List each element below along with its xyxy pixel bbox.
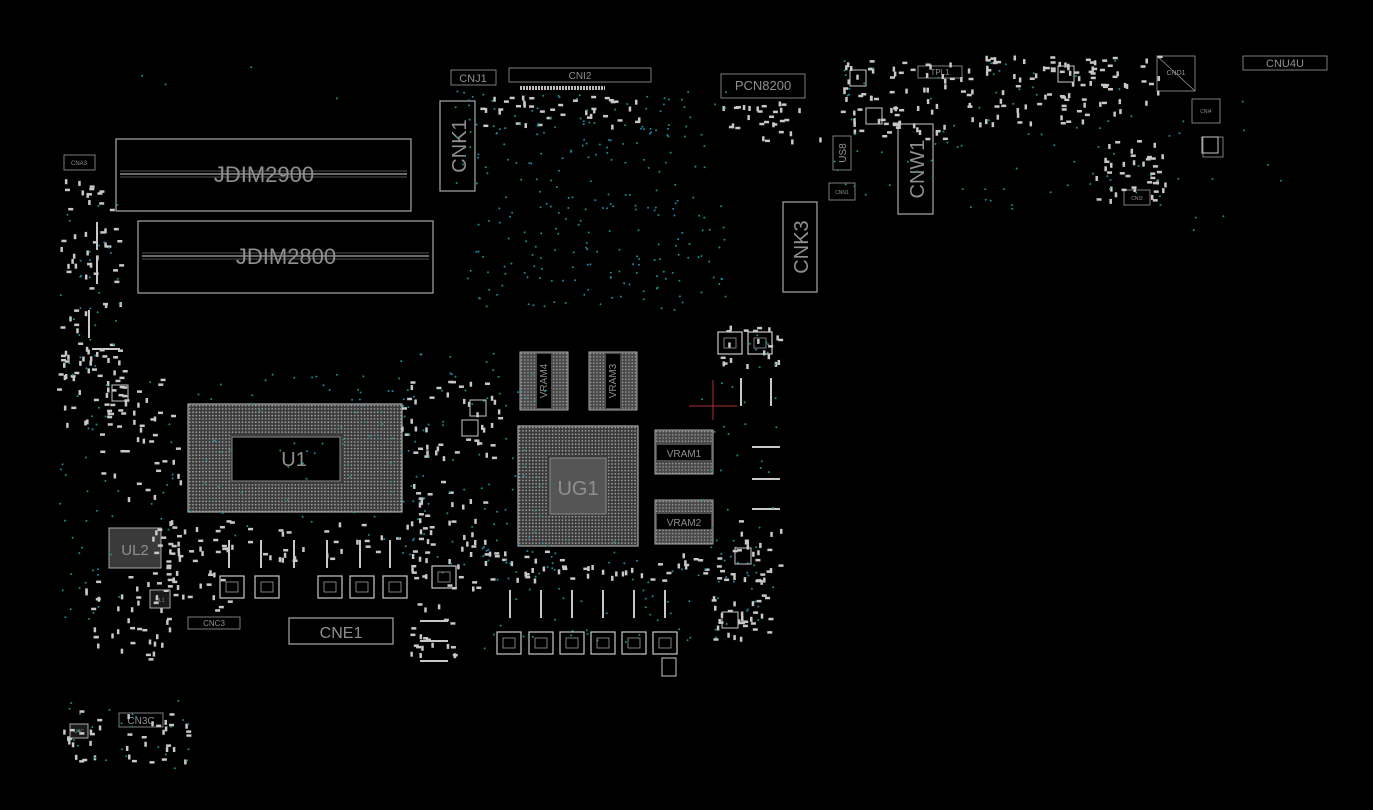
label-cnn1: CNN1	[835, 190, 849, 196]
connector-cnn1[interactable]: CNN1	[828, 182, 856, 201]
vram-vram2[interactable]: VRAM2	[654, 499, 714, 545]
label-cnc3: CNC3	[203, 619, 225, 628]
label-jdim2900: JDIM2900	[214, 162, 314, 187]
label-pcn8200: PCN8200	[735, 78, 791, 93]
label-cni3: CNI3	[1131, 196, 1143, 202]
label-cnj1: CNJ1	[459, 73, 487, 85]
connector-cnc3[interactable]: CNC3	[187, 616, 241, 630]
connector-cnj1[interactable]: CNJ1	[450, 69, 497, 86]
label-vram1: VRAM1	[667, 449, 702, 460]
connector-tpl1[interactable]: TPL1	[917, 65, 963, 79]
label-cnk3: CNK3	[791, 220, 813, 273]
label-cne1: CNE1	[320, 625, 363, 642]
label-tpl1: TPL1	[930, 68, 950, 77]
label-us8: US8	[838, 143, 849, 163]
label-cnw1: CNW1	[907, 140, 929, 199]
label-cni2: CNI2	[569, 71, 592, 82]
vram-vram3[interactable]: VRAM3	[588, 351, 638, 411]
label-vram3: VRAM3	[608, 363, 619, 398]
dimm-jdim2900[interactable]: JDIM2900	[115, 138, 412, 212]
connector-cn3c[interactable]: CN3C	[118, 712, 164, 728]
via-dots	[59, 59, 1282, 770]
label-cnu4u: CNU4U	[1266, 58, 1304, 70]
gpu-ug1[interactable]: UG1	[517, 425, 639, 547]
label-u4c: U4C	[74, 729, 84, 735]
label-cn3c: CN3C	[127, 716, 154, 727]
connector-cnk1[interactable]: CNK1	[439, 100, 476, 192]
dimm-jdim2800[interactable]: JDIM2800	[137, 220, 434, 294]
power-stage-inductors	[111, 65, 1219, 677]
label-cnd1: CND1	[1166, 70, 1185, 77]
cpu-u1[interactable]: U1	[187, 403, 403, 513]
connector-cni2[interactable]: CNI2	[508, 67, 652, 90]
connector-cnd1[interactable]: CND1	[1156, 55, 1196, 92]
vram-vram1[interactable]: VRAM1	[654, 429, 714, 475]
connector-pcn8200[interactable]: PCN8200	[720, 73, 806, 99]
label-cni4: CNI4	[1200, 109, 1212, 115]
label-cnk1: CNK1	[449, 119, 471, 172]
connector-cnu4u[interactable]: CNU4U	[1242, 55, 1328, 71]
cursor-crosshair	[689, 380, 737, 420]
chip-us8[interactable]: US8	[832, 135, 852, 171]
label-ug1: UG1	[557, 478, 598, 500]
chip-ul2[interactable]: UL2	[108, 527, 162, 569]
label-ul2: UL2	[121, 542, 149, 559]
connector-cnk3[interactable]: CNK3	[782, 201, 818, 293]
label-jdim2800: JDIM2800	[236, 244, 336, 269]
chip-ul1[interactable]: UL1	[149, 589, 171, 609]
label-vram4: VRAM4	[539, 363, 550, 398]
connector-cna3[interactable]: CNA3	[63, 154, 96, 171]
label-cna3: CNA3	[71, 161, 88, 167]
label-vram2: VRAM2	[667, 518, 702, 529]
label-ul1: UL1	[155, 598, 164, 604]
vram-vram4[interactable]: VRAM4	[519, 351, 569, 411]
connector-cnw1[interactable]: CNW1	[897, 123, 934, 215]
connector-cni4[interactable]: CNI4	[1191, 98, 1221, 124]
connector-cni3[interactable]: CNI3	[1123, 189, 1151, 206]
label-u1: U1	[281, 449, 307, 471]
connector-cne1[interactable]: CNE1	[288, 617, 394, 645]
smd-components	[57, 55, 1167, 765]
